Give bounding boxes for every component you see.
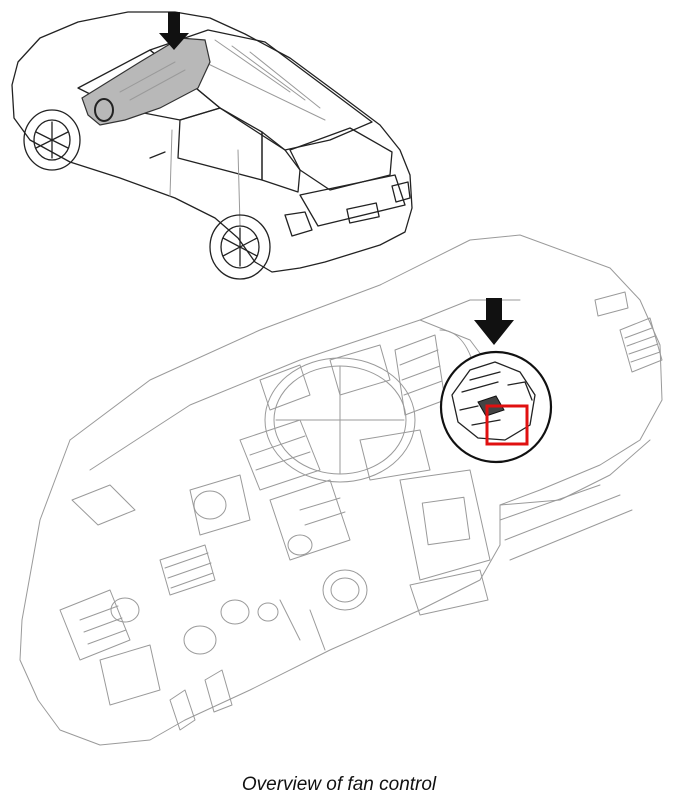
vehicle-illustration (11, 11, 413, 280)
highlighted-dashboard-region (81, 37, 211, 126)
fan-control-unit-highlight (485, 404, 529, 446)
vehicle-location-arrow-icon (159, 12, 189, 50)
figure-caption: Overview of fan control (241, 774, 437, 795)
dashboard-illustration (19, 234, 663, 746)
detail-magnifier (439, 298, 553, 464)
detail-location-arrow-icon (474, 298, 514, 345)
